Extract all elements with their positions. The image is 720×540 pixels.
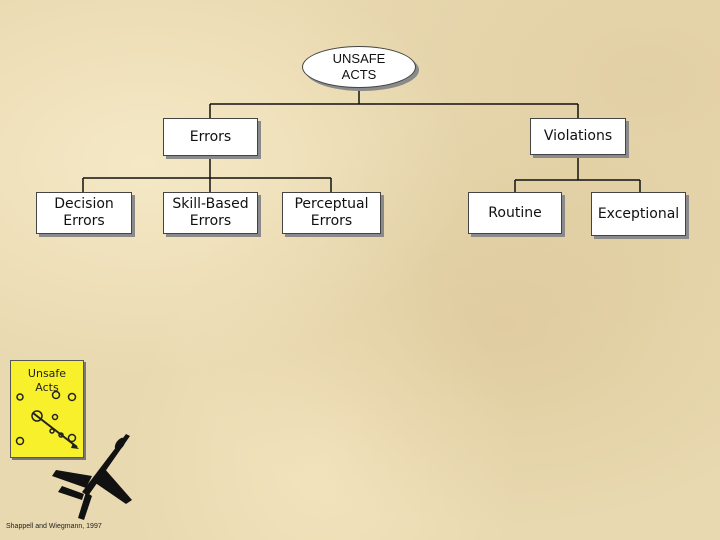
node-decision-errors: Decision Errors bbox=[36, 192, 132, 234]
citation-credit: Shappell and Wiegmann, 1997 bbox=[6, 523, 102, 530]
node-exceptional: Exceptional bbox=[591, 192, 686, 236]
unsafe-acts-logo: Unsafe Acts bbox=[10, 360, 84, 458]
node-violations: Violations bbox=[530, 118, 626, 155]
node-errors: Errors bbox=[163, 118, 258, 156]
node-routine: Routine bbox=[468, 192, 562, 234]
root-node-unsafe-acts: UNSAFE ACTS bbox=[302, 46, 416, 88]
aircraft-silhouette-icon bbox=[52, 434, 132, 520]
logo-title: Unsafe Acts bbox=[27, 367, 67, 394]
node-perceptual-errors: Perceptual Errors bbox=[282, 192, 381, 234]
swiss-cheese-holes-icon bbox=[15, 390, 79, 449]
node-skill-based-errors: Skill-Based Errors bbox=[163, 192, 258, 234]
